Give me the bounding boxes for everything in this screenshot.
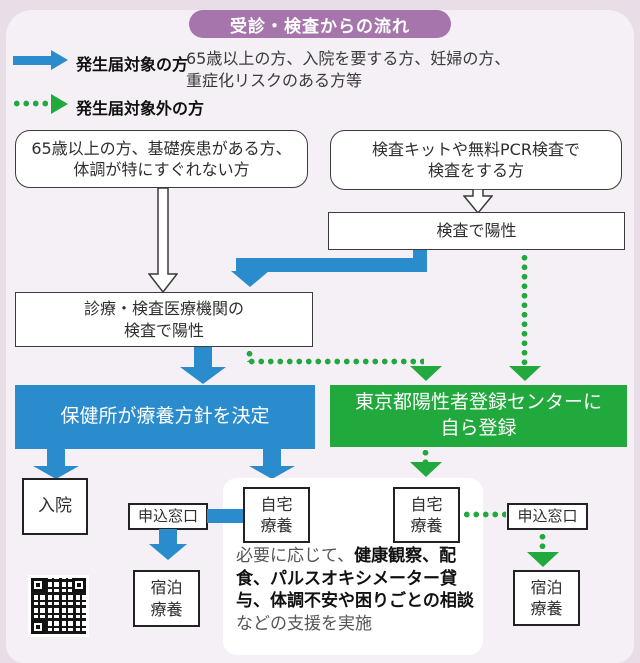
- arrow-positive-to-clinic-bar: [236, 258, 427, 272]
- dotted-clinic-to-center-head-icon: [410, 366, 442, 381]
- outline-arrow-elderly-to-clinic-icon: [148, 188, 178, 294]
- node-hotel-care-left: 宿泊 療養: [133, 570, 200, 627]
- legend-target-desc-line2: 重症化リスクのある方等: [186, 71, 363, 90]
- legend-target-label: 発生届対象の方: [76, 55, 189, 74]
- node-register-center-line1: 東京都陽性者登録センターに: [354, 391, 602, 414]
- support-note: 必要に応じて、健康観察、配食、パルスオキシメーター貸与、体調不安や困りごとの相談…: [236, 545, 478, 635]
- node-window-left: 申込窓口: [128, 503, 208, 530]
- node-home-care-right: 自宅 療養: [393, 487, 460, 543]
- node-hospitalization-label: 入院: [38, 496, 72, 517]
- node-clinic: 診療・検査医療機関の 検査で陽性: [15, 292, 313, 347]
- legend-green-arrowhead-icon: [51, 94, 68, 114]
- node-hotel-care-left-line2: 療養: [150, 599, 183, 619]
- arrow-window-to-hotel-left-head-icon: [149, 544, 187, 560]
- node-testkit-line2: 検査をする方: [427, 161, 524, 180]
- node-elderly: 65歳以上の方、基礎疾患がある方、 体調が特にすぐれない方: [15, 130, 308, 188]
- arrow-clinic-to-hokenjo-shaft: [194, 347, 212, 367]
- arrow-hokenjo-to-home-head-icon: [249, 466, 295, 479]
- node-hotel-care-right-line2: 療養: [530, 599, 563, 618]
- arrow-window-to-hotel-left-shaft: [159, 529, 177, 544]
- legend-blue-arrowhead-icon: [51, 50, 68, 70]
- arrow-positive-to-clinic-stub: [413, 250, 427, 260]
- node-clinic-line2: 検査で陽性: [123, 320, 204, 340]
- arrow-clinic-to-hokenjo-head-icon: [180, 367, 226, 384]
- arrow-hokenjo-to-home-shaft: [263, 449, 281, 466]
- legend-non-target-label: 発生届対象外の方: [76, 99, 205, 118]
- support-note-bold: 健康観察、配食、パルスオキシメーター貸与、体調不安や困りごとの相談: [236, 546, 474, 611]
- support-note-prefix: 必要に応じて、: [236, 546, 355, 566]
- dotted-positive-to-center-line: [521, 253, 528, 367]
- node-hotel-care-left-line1: 宿泊: [150, 578, 183, 598]
- dotted-clinic-to-center-line: [247, 358, 424, 365]
- qr-code: [28, 575, 89, 637]
- node-register-center-line2: 自ら登録: [440, 417, 517, 439]
- legend-blue-arrow-icon: [13, 56, 51, 65]
- node-hokenjo-label: 保健所が療養方針を決定: [60, 405, 270, 428]
- node-home-care-left: 自宅 療養: [243, 487, 310, 543]
- node-clinic-line1: 診療・検査医療機関の: [83, 299, 244, 319]
- dotted-clinic-to-center-stub: [246, 349, 253, 362]
- node-window-right: 申込窓口: [507, 503, 588, 530]
- connector-window-to-home-left: [207, 509, 244, 523]
- title-badge: 受診・検査からの流れ: [189, 10, 451, 38]
- dotted-positive-to-center-head-icon: [509, 366, 541, 381]
- node-positive-label: 検査で陽性: [436, 221, 517, 241]
- node-testkit-line1: 検査キットや無料PCR検査で: [372, 139, 580, 159]
- qr-finder-icon: [72, 578, 86, 592]
- node-register-center: 東京都陽性者登録センターに 自ら登録: [330, 385, 627, 447]
- node-elderly-line1: 65歳以上の方、基礎疾患がある方、: [31, 138, 292, 158]
- outline-arrow-testkit-to-positive-icon: [463, 189, 493, 215]
- arrow-hokenjo-to-hospital-head-icon: [33, 466, 79, 479]
- qr-finder-icon: [31, 578, 45, 592]
- node-hotel-care-right-line1: 宿泊: [530, 577, 563, 597]
- legend-target-desc-line1: 65歳以上の方、入院を要する方、妊婦の方、: [186, 49, 511, 68]
- dotted-window-to-hotel-right-line: [539, 532, 546, 552]
- dotted-center-to-home-line: [422, 448, 429, 462]
- node-elderly-line2: 体調が特にすぐれない方: [73, 160, 250, 179]
- dotted-home-to-window-right: [462, 511, 506, 518]
- node-home-care-left-line1: 自宅: [260, 494, 293, 514]
- node-hokenjo: 保健所が療養方針を決定: [15, 385, 315, 449]
- legend-target-desc: 65歳以上の方、入院を要する方、妊婦の方、 重症化リスクのある方等: [186, 48, 510, 92]
- node-positive: 検査で陽性: [328, 212, 625, 250]
- dotted-center-to-home-head-icon: [410, 462, 442, 477]
- node-home-care-left-line2: 療養: [260, 516, 293, 535]
- qr-finder-icon: [31, 620, 45, 634]
- node-home-care-right-line1: 自宅: [410, 494, 443, 514]
- support-note-suffix: などの支援を実施: [236, 613, 372, 634]
- arrow-positive-to-clinic-head-icon: [231, 271, 269, 287]
- node-window-right-label: 申込窓口: [517, 506, 578, 525]
- legend-green-dotted-icon: [12, 100, 51, 107]
- dotted-window-to-hotel-right-head-icon: [527, 552, 559, 567]
- node-hospitalization: 入院: [22, 478, 88, 535]
- page-title: 受診・検査からの流れ: [230, 16, 410, 37]
- node-hotel-care-right: 宿泊 療養: [513, 570, 580, 626]
- node-window-left-label: 申込窓口: [137, 506, 198, 525]
- node-testkit: 検査キットや無料PCR検査で 検査をする方: [330, 130, 622, 190]
- node-home-care-right-line2: 療養: [410, 516, 443, 535]
- arrow-hokenjo-to-hospital-shaft: [47, 449, 65, 466]
